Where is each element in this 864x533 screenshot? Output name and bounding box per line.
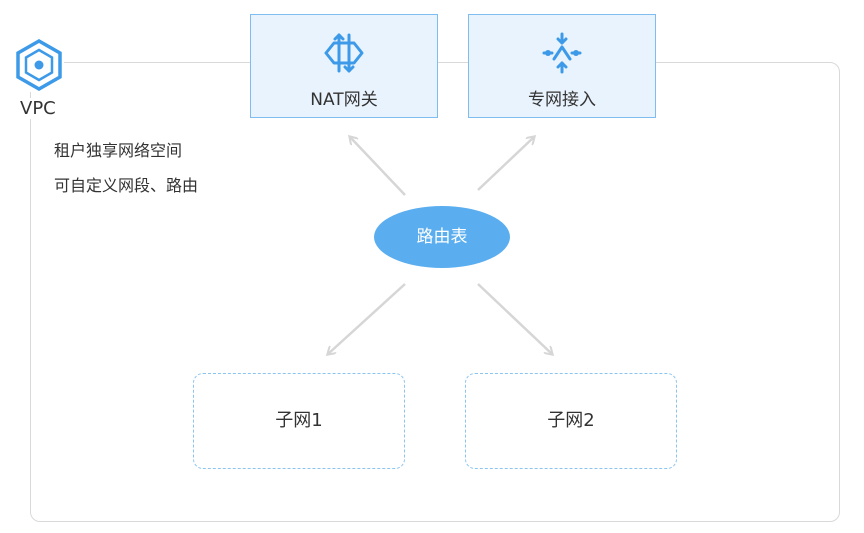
- subnet-2-box[interactable]: 子网2: [465, 373, 677, 469]
- nat-gateway-icon: [322, 31, 366, 75]
- arrow-to-nat-gateway: [350, 137, 406, 196]
- private-network-label: 专网接入: [528, 90, 596, 110]
- subnet-1-box[interactable]: 子网1: [193, 373, 405, 469]
- route-table-node[interactable]: 路由表: [374, 206, 510, 268]
- arrow-to-subnet-1: [328, 283, 406, 354]
- nat-gateway-box[interactable]: NAT网关: [250, 14, 438, 118]
- vpc-label: VPC: [18, 98, 58, 119]
- vpc-description-line-1: 租户独享网络空间: [54, 141, 183, 160]
- vpc-description-line-2: 可自定义网段、路由: [54, 176, 199, 195]
- arrow-to-private-network: [477, 137, 534, 191]
- arrow-to-subnet-2: [477, 283, 552, 354]
- nat-gateway-label: NAT网关: [310, 90, 378, 110]
- private-network-icon: [540, 31, 584, 75]
- private-network-box[interactable]: 专网接入: [468, 14, 656, 118]
- hexagon-cloud-icon: [14, 38, 64, 92]
